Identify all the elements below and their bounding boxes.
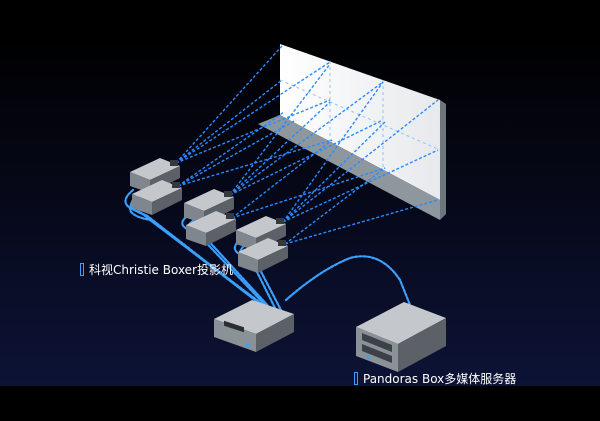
projection-beams [175,45,439,245]
projector-label-text: 科视Christie Boxer投影机 [89,263,233,277]
projector-icon [132,180,182,215]
projector-stack-middle [184,189,236,246]
projector-stack-right [236,216,288,273]
bottom-bar [0,386,600,421]
server-label: Pandoras Box多媒体服务器 [354,372,516,386]
projector-label: 科视Christie Boxer投影机 [80,263,233,277]
projector-icon [186,211,236,246]
server-label-text: Pandoras Box多媒体服务器 [363,372,517,386]
screen-face [280,44,440,200]
media-server-icon [356,302,446,372]
screen-edge [440,100,446,220]
video-switcher-icon [214,300,294,352]
bracket-marker-icon [354,372,358,385]
bracket-marker-icon [80,263,84,276]
projector-icon [238,238,288,273]
projector-stack-left [130,158,182,215]
screen-division [279,79,441,151]
